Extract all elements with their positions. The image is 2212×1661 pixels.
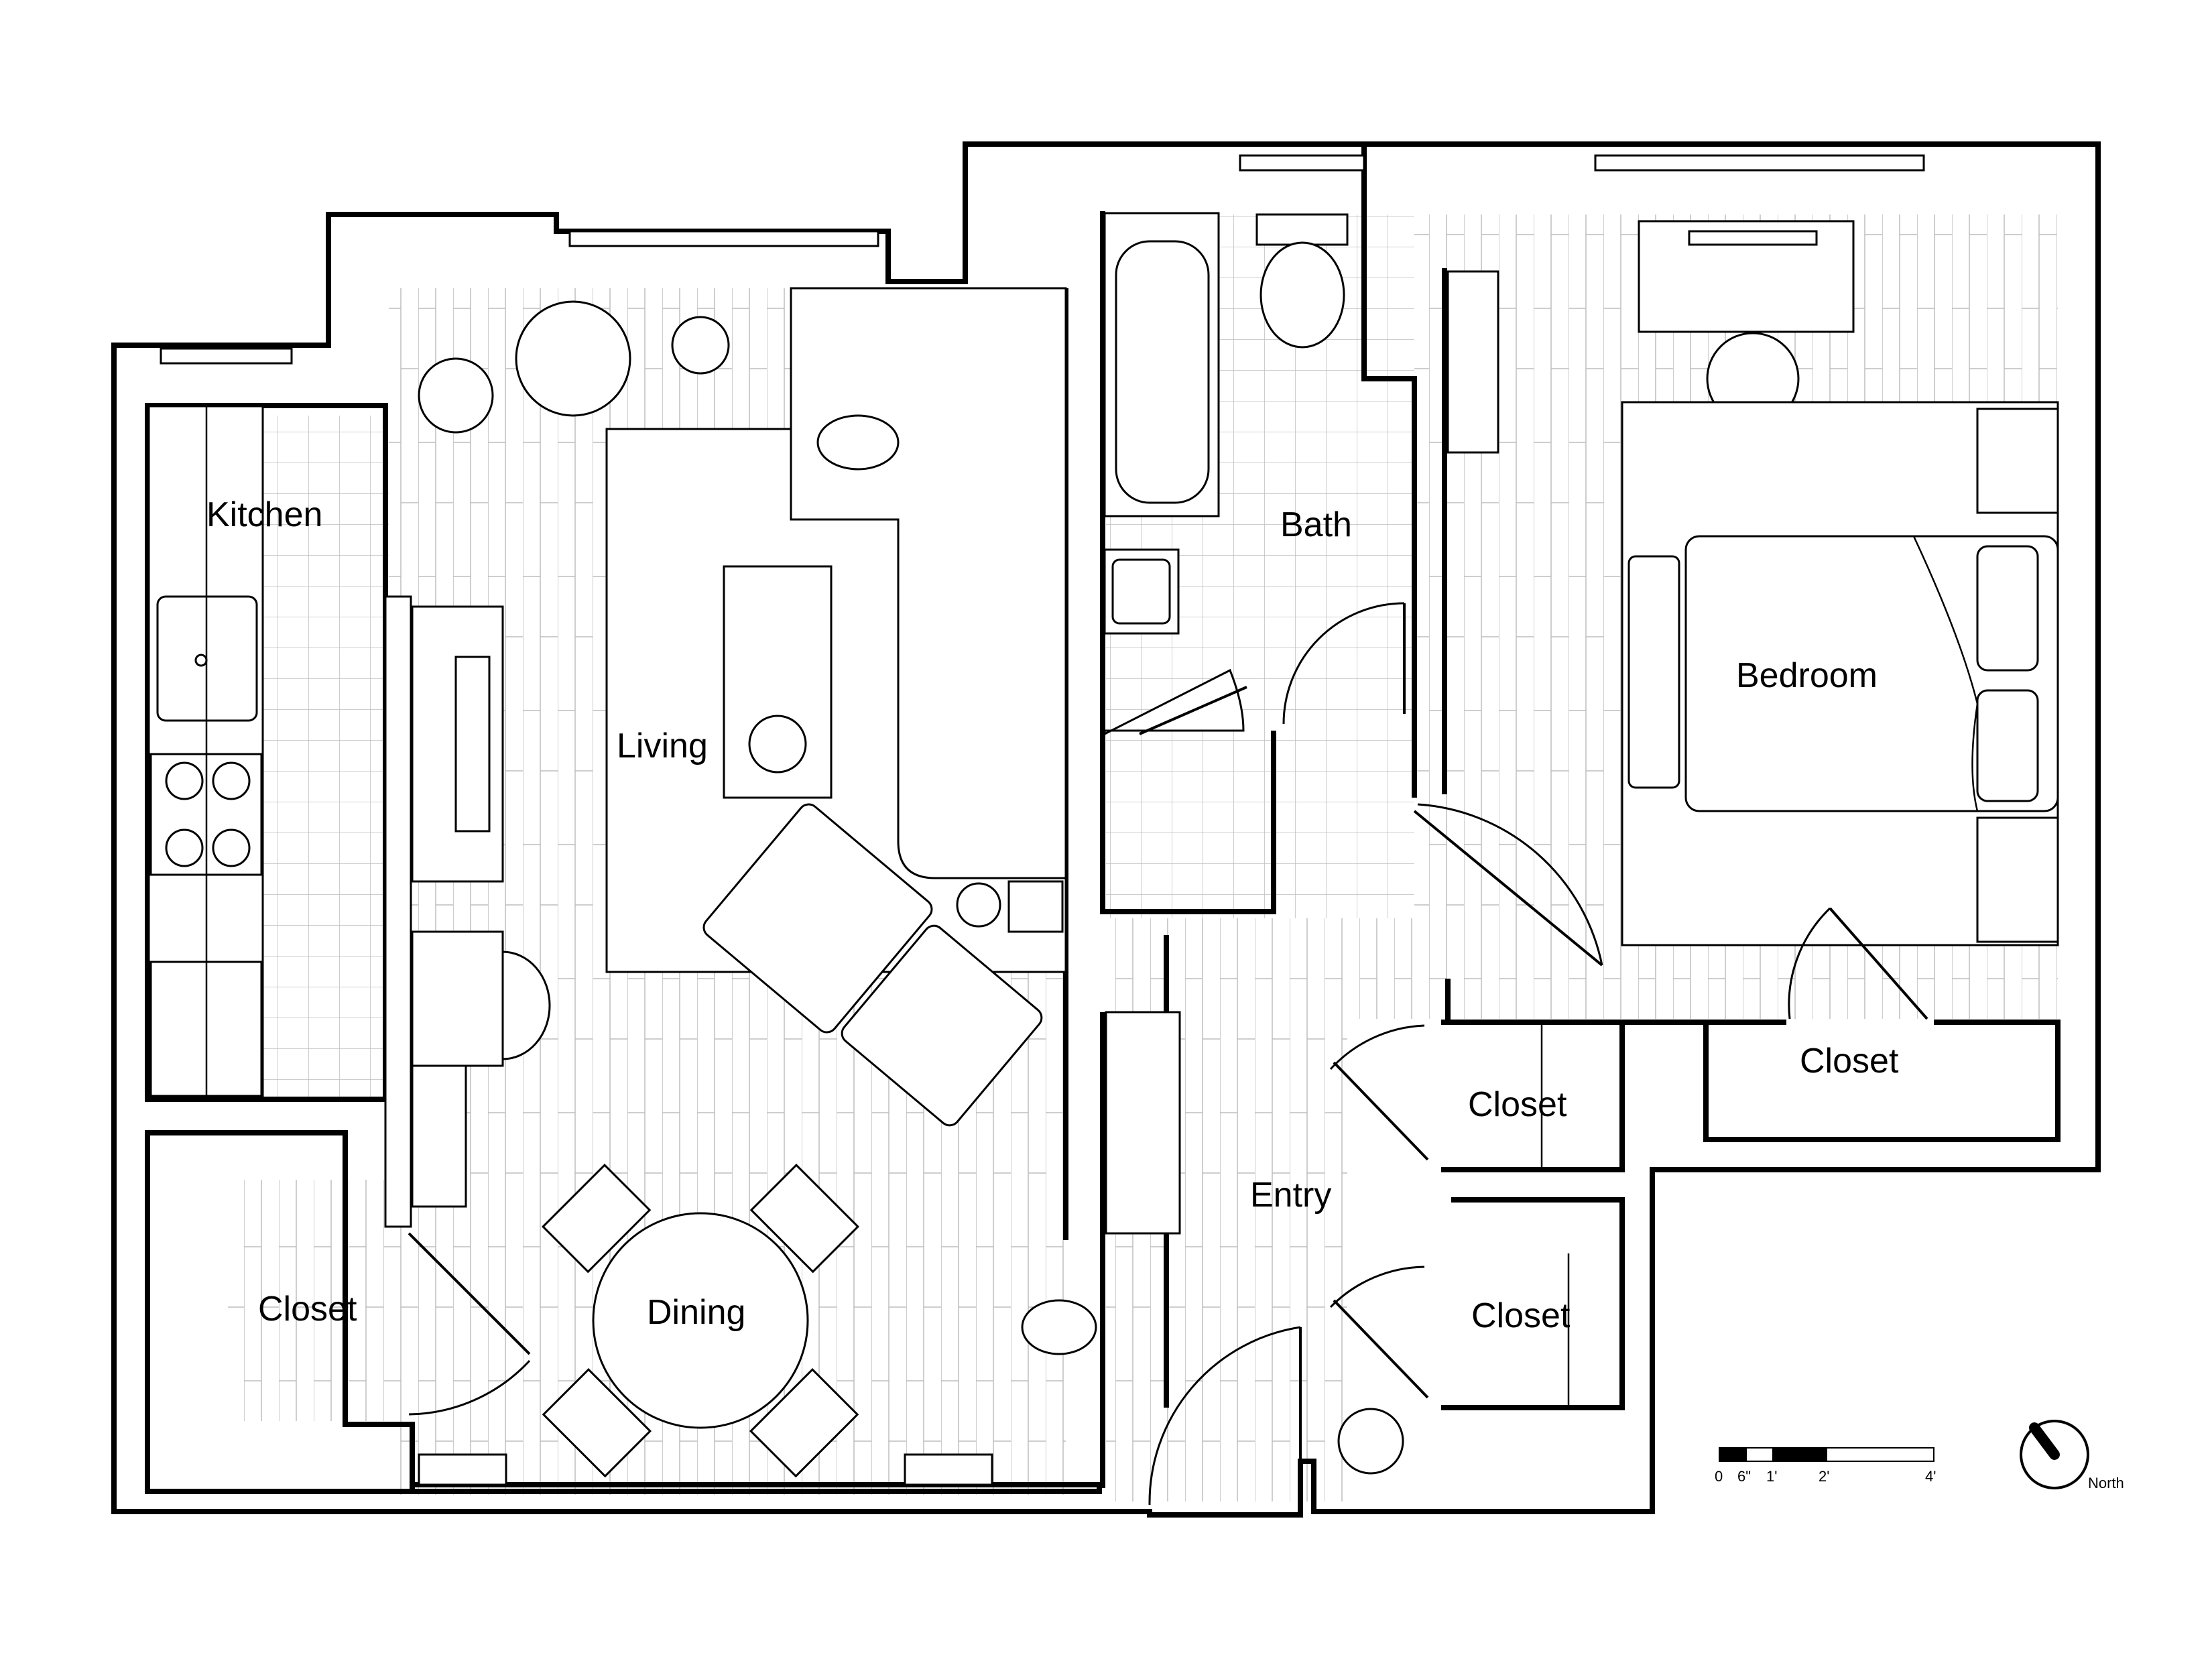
- burner-icon: [212, 828, 251, 867]
- small-side-table: [956, 882, 1001, 928]
- room-label-living: Living: [617, 727, 708, 765]
- dining-chair: [749, 1367, 859, 1478]
- dining-chair: [749, 1163, 860, 1274]
- radiator: [418, 1453, 507, 1486]
- shower-step: [1103, 668, 1245, 736]
- bath-window: [1239, 154, 1365, 172]
- north-arrow: North: [2020, 1420, 2124, 1491]
- umbrella-stand: [1337, 1408, 1404, 1475]
- bench: [1627, 555, 1680, 789]
- walls: [111, 141, 2101, 1518]
- room-label-kitchen: Kitchen: [206, 495, 322, 534]
- living-window: [568, 230, 879, 247]
- burner-icon: [165, 828, 204, 867]
- scale-tick-1ft: 1': [1766, 1468, 1777, 1485]
- person-icon: [1021, 1299, 1097, 1355]
- scale-bar: 0 6" 1' 2' 4': [1715, 1447, 1936, 1485]
- monitor: [1688, 230, 1818, 246]
- toilet-icon: [1259, 241, 1345, 349]
- mattress: [1684, 535, 2059, 812]
- room-labels: Kitchen Living Dining Bath Bedroom Entry…: [206, 495, 1899, 1335]
- dining-chair: [541, 1163, 652, 1274]
- end-table: [1007, 880, 1064, 933]
- bowl-icon: [748, 715, 807, 774]
- partition-wall: [384, 595, 412, 1228]
- burner-icon: [212, 761, 251, 800]
- round-table: [515, 300, 631, 417]
- windows: [160, 154, 1925, 365]
- desk: [411, 930, 504, 1067]
- bath-fixtures: [1103, 212, 1349, 736]
- room-label-dining: Dining: [647, 1293, 745, 1332]
- sink-basin: [1111, 558, 1171, 625]
- closet-shelves: [1105, 1011, 1570, 1408]
- pillow: [1976, 545, 2039, 672]
- kitchen-fixtures: [147, 405, 264, 1098]
- dining-furniture: [418, 1163, 1097, 1486]
- ottoman: [702, 803, 933, 1034]
- tub-basin: [1115, 240, 1210, 504]
- room-label-bedroom: Bedroom: [1736, 656, 1878, 695]
- burner-icon: [165, 761, 204, 800]
- room-label-closet-bedroom: Closet: [1800, 1042, 1899, 1081]
- scale-tick-2ft: 2': [1819, 1468, 1829, 1485]
- radiator: [904, 1453, 993, 1486]
- person-icon: [816, 414, 900, 471]
- scale-tick-6in: 6": [1737, 1468, 1751, 1485]
- wardrobe: [1447, 270, 1499, 454]
- dining-table: [592, 1212, 809, 1429]
- nightstand: [1976, 408, 2059, 514]
- armchair: [841, 924, 1043, 1127]
- side-table: [418, 357, 494, 434]
- desk-chair: [501, 950, 551, 1060]
- room-label-closet-sw: Closet: [258, 1290, 357, 1329]
- sink-drain: [194, 654, 208, 667]
- pillow: [1976, 689, 2039, 802]
- toilet-tank: [1255, 213, 1349, 246]
- shelf: [411, 1064, 467, 1208]
- bedroom-window: [1594, 154, 1925, 172]
- tv-screen: [454, 656, 491, 833]
- room-label-bath: Bath: [1280, 505, 1352, 544]
- living-furniture: [384, 287, 1067, 1228]
- nightstand: [1976, 816, 2059, 943]
- bedroom-furniture: [1447, 220, 2059, 946]
- room-label-entry: Entry: [1250, 1176, 1331, 1215]
- kitchen-window: [160, 347, 293, 365]
- scale-tick-0: 0: [1715, 1468, 1723, 1485]
- entry-bench: [1105, 1011, 1181, 1235]
- doors: [408, 602, 1928, 1505]
- north-label: North: [2088, 1475, 2124, 1491]
- dining-chair: [542, 1367, 652, 1478]
- room-label-closet-entry-lower: Closet: [1471, 1296, 1571, 1335]
- scale-tick-4ft: 4': [1925, 1468, 1936, 1485]
- room-label-closet-entry-upper: Closet: [1468, 1085, 1567, 1124]
- plant-icon: [671, 316, 730, 375]
